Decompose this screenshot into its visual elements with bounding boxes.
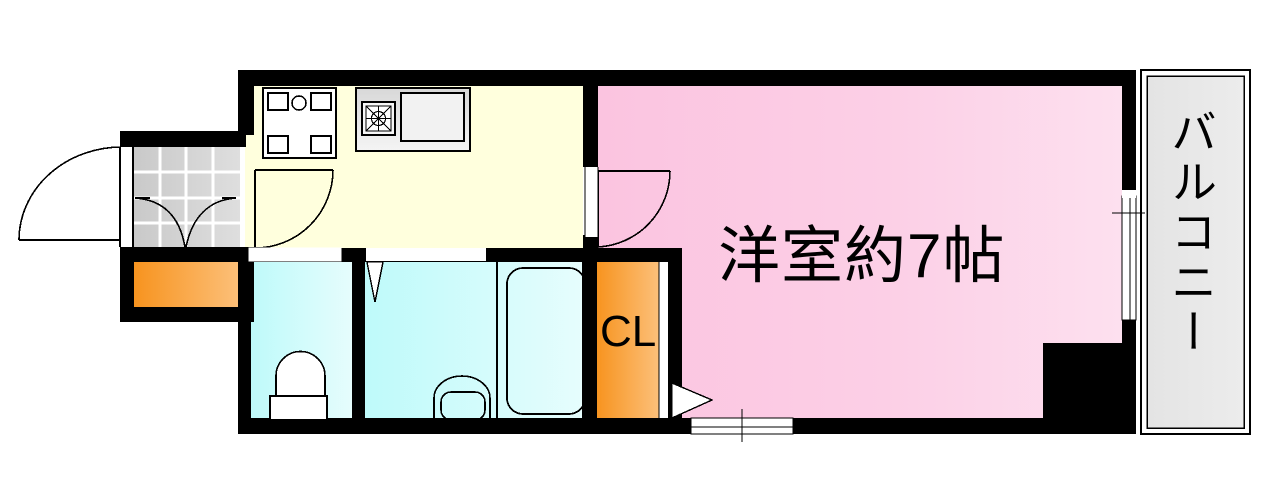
room-genkan (133, 147, 240, 247)
room-door-swing[interactable] (584, 167, 671, 248)
washing-machine-pan (262, 87, 337, 159)
room-bathroom (364, 260, 583, 420)
room-main-western (597, 85, 1122, 420)
closet-door-arrow (671, 381, 714, 420)
balcony-sliding-window[interactable] (1112, 190, 1145, 321)
room-closet (596, 258, 670, 418)
genkan-folding-door[interactable] (134, 197, 237, 248)
toilet-door-opening[interactable] (248, 247, 342, 262)
bath-folding-door-marker[interactable] (366, 261, 384, 303)
hall-door-swing[interactable] (254, 169, 334, 249)
gas-stove-burner (361, 101, 396, 136)
room-balcony (1140, 69, 1251, 435)
fixture-shoe-cabinet (133, 262, 240, 307)
closet-label: CL (600, 307, 657, 356)
kitchen-sink-counter (355, 87, 471, 152)
south-window[interactable] (690, 409, 794, 442)
bath-door-opening[interactable] (366, 248, 486, 261)
wash-basin (433, 375, 491, 421)
toilet-fixture (269, 350, 328, 421)
balcony-label: バルコニー (1165, 108, 1217, 358)
entry-door-swing[interactable] (18, 146, 134, 247)
bathtub (496, 259, 586, 420)
main-room-label: 洋室約7帖 (718, 222, 1006, 291)
